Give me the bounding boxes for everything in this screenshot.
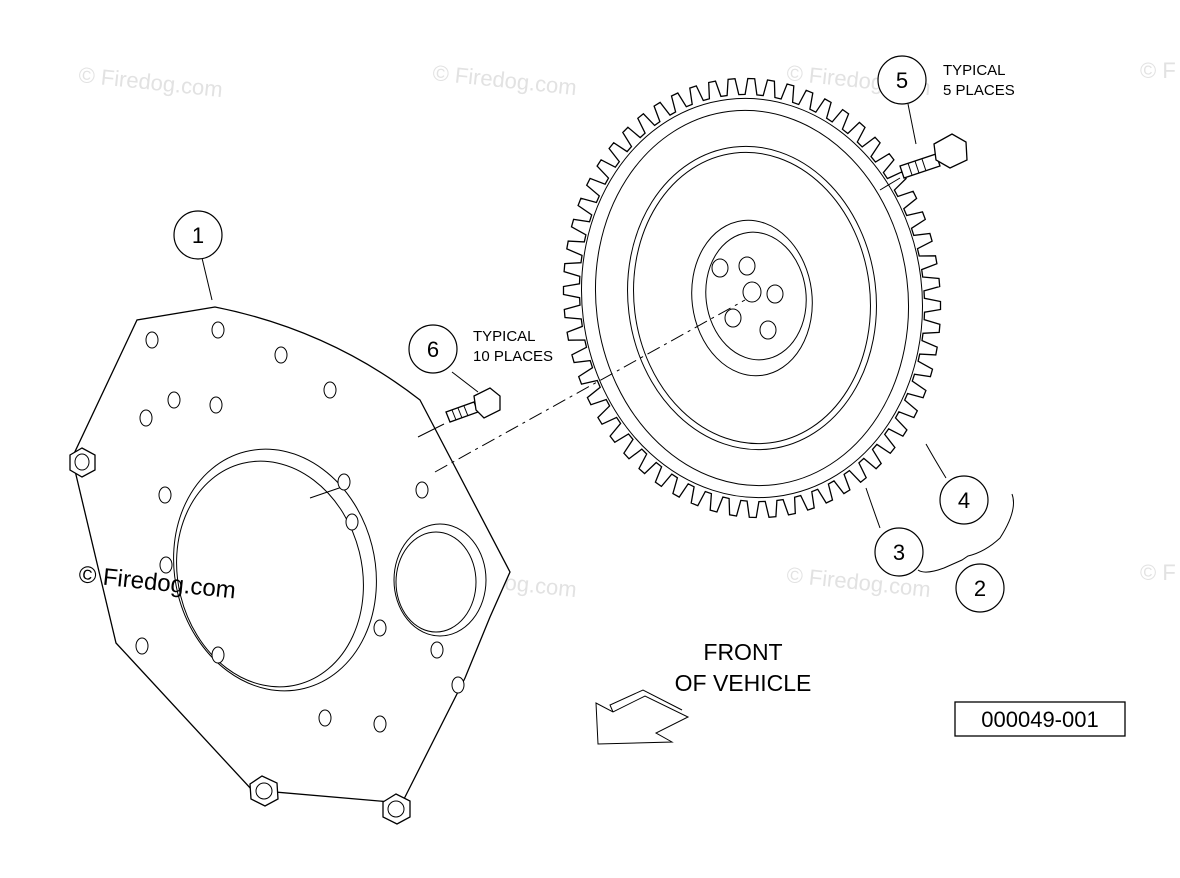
callout-number: 5: [896, 68, 908, 93]
leader-1: [201, 257, 213, 301]
callout-1: 1: [173, 210, 223, 260]
callout-number: 4: [958, 488, 970, 513]
callout-4: 4: [939, 475, 989, 525]
flywheel-assembly: [562, 77, 942, 519]
callout-number: 6: [427, 337, 439, 362]
callout-number: 1: [192, 223, 204, 248]
bolt-part-5: [879, 103, 968, 191]
callout-2: 2: [955, 563, 1005, 613]
drawing-number: 000049-001: [981, 707, 1098, 732]
watermark: © Firedog.com: [77, 62, 223, 102]
plate-bolt-holes: [135, 321, 465, 733]
front-direction-arrow-icon: [595, 689, 690, 745]
direction-label: FRONT: [703, 639, 782, 665]
note-places: 10 PLACES: [473, 348, 553, 365]
leader-4: [925, 443, 947, 479]
note-places: 5 PLACES: [943, 82, 1015, 99]
callout-number: 2: [974, 576, 986, 601]
assembly-center-line: [434, 299, 746, 473]
bolt-part-6: [417, 371, 501, 438]
flywheel-bolt-holes: [711, 256, 784, 340]
leader-3: [865, 487, 881, 529]
callout-6: 6: [408, 324, 458, 374]
callout-3: 3: [874, 527, 924, 577]
direction-label: OF VEHICLE: [675, 670, 812, 696]
drawing-number-box: 000049-001: [954, 701, 1126, 737]
callout-5: 5: [877, 55, 927, 105]
leader-2-bracket: [917, 493, 1014, 573]
note-typical: TYPICAL: [943, 62, 1006, 79]
watermark: © F: [1140, 560, 1176, 585]
note-typical: TYPICAL: [473, 328, 536, 345]
adapter-plate: [69, 306, 511, 825]
watermark: © F: [1140, 58, 1176, 83]
plate-nuts: [69, 447, 411, 825]
callout-number: 3: [893, 540, 905, 565]
watermark: © Firedog.com: [431, 60, 577, 100]
